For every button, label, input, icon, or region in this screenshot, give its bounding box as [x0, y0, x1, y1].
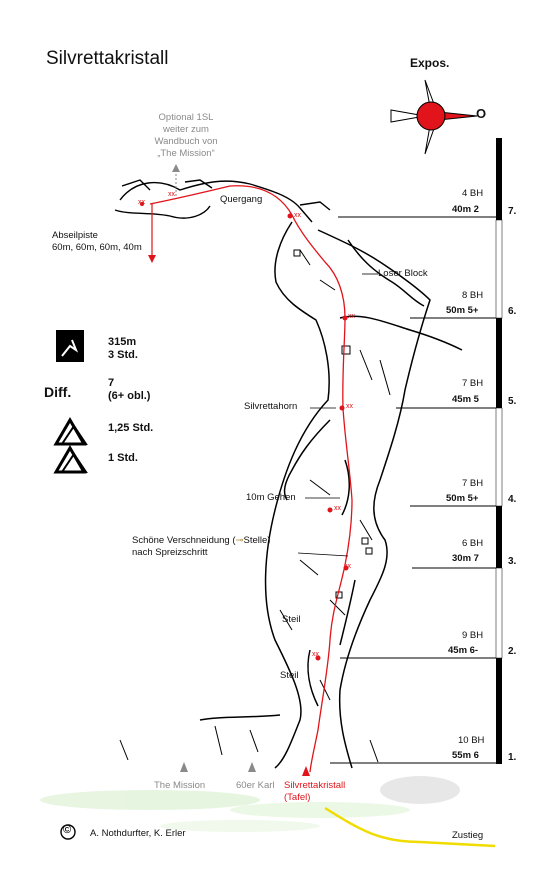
- anchor-marker: xx: [334, 505, 341, 512]
- authors: A. Nothdurfter, K. Erler: [90, 828, 186, 839]
- diff-label: Diff.: [44, 384, 72, 400]
- label-zustieg: Zustieg: [452, 830, 484, 841]
- pitch-5-number: 5.: [508, 396, 517, 407]
- stat-length: 315m 3 Std.: [108, 336, 138, 361]
- anchor-marker: xx: [168, 191, 175, 198]
- label-gehen: 10m Gehen: [246, 492, 296, 503]
- anchor-marker: xx: [348, 313, 355, 320]
- label-start: Silvrettakristall (Tafel): [284, 780, 346, 803]
- label-loser-block: Loser Block: [378, 268, 428, 279]
- page-title: Silvrettakristall: [46, 48, 169, 69]
- pitch-1-number: 1.: [508, 752, 517, 763]
- pitch-3-bolts: 6 BH: [462, 538, 484, 549]
- stats-icons: [53, 330, 88, 474]
- pitch-1-detail: 55m 6: [452, 750, 479, 761]
- stat-approach: 1,25 Std.: [108, 422, 154, 434]
- pitch-3-detail: 30m 7: [452, 553, 479, 564]
- stat-descent: 1 Std.: [108, 452, 138, 464]
- pitch-6-bolts: 8 BH: [462, 290, 484, 301]
- wall-outline: [199, 221, 463, 769]
- ground-arrows: [180, 762, 256, 772]
- pitch-2-detail: 45m 6-: [448, 645, 479, 656]
- ground-area: [40, 776, 460, 832]
- anchor-marker: xx: [344, 563, 351, 570]
- pitch-6-number: 6.: [508, 306, 517, 317]
- rock-texture: [119, 249, 391, 763]
- summit-ridge: [114, 179, 331, 223]
- grade-bar: [495, 138, 503, 764]
- label-quergang: Quergang: [220, 194, 263, 205]
- pitch-2-bolts: 9 BH: [462, 630, 484, 641]
- abseil-note: Abseilpiste 60m, 60m, 60m, 40m: [52, 230, 142, 253]
- pitch-4-detail: 50m 5+: [446, 493, 479, 504]
- label-verschneidung: Schöne Verschneidung (⊸Stelle) nach Spre…: [132, 535, 271, 558]
- pitch-7-bolts: 4 BH: [462, 188, 484, 199]
- pitch-lines: [330, 216, 496, 764]
- belay-boxes: [293, 249, 373, 599]
- pitch-1-bolts: 10 BH: [458, 735, 485, 746]
- pitch-6-detail: 50m 5+: [446, 305, 479, 316]
- pitch-3-number: 3.: [508, 556, 517, 567]
- copyright-icon: ©: [63, 824, 72, 836]
- anchor-marker: xx: [346, 403, 353, 410]
- approach-path: [324, 806, 496, 848]
- label-steil-2: Steil: [280, 670, 299, 681]
- copyright-circle: [60, 824, 76, 840]
- abseil-arrow: [148, 204, 156, 263]
- pitch-4-bolts: 7 BH: [462, 478, 484, 489]
- label-steil-1: Steil: [282, 614, 301, 625]
- pitch-5-detail: 45m 5: [452, 394, 479, 405]
- pitch-5-bolts: 7 BH: [462, 378, 484, 389]
- anchor-marker: xx: [312, 651, 319, 658]
- compass-direction: O: [476, 106, 487, 121]
- stat-grade: 7 (6+ obl.): [108, 377, 151, 402]
- pitch-7-number: 7.: [508, 206, 517, 217]
- pitch-4-number: 4.: [508, 494, 517, 505]
- compass-label: Expos.: [410, 56, 450, 70]
- anchor-marker: xx: [294, 212, 301, 219]
- anchor-marker: xx: [138, 199, 145, 206]
- pitch-2-number: 2.: [508, 646, 517, 657]
- optional-arrow: [172, 164, 180, 196]
- start-arrow: [302, 766, 310, 776]
- label-silvrettahorn: Silvrettahorn: [244, 401, 298, 412]
- label-60er-karl: 60er Karl: [236, 780, 275, 791]
- pitch-7-detail: 40m 2: [452, 204, 479, 215]
- leader-lines: [297, 273, 378, 557]
- belay-stations: [140, 202, 349, 661]
- compass-icon: [390, 79, 478, 155]
- optional-note: Optional 1SL weiter zum Wandbuch von „Th…: [154, 112, 218, 159]
- label-the-mission: The Mission: [154, 780, 206, 791]
